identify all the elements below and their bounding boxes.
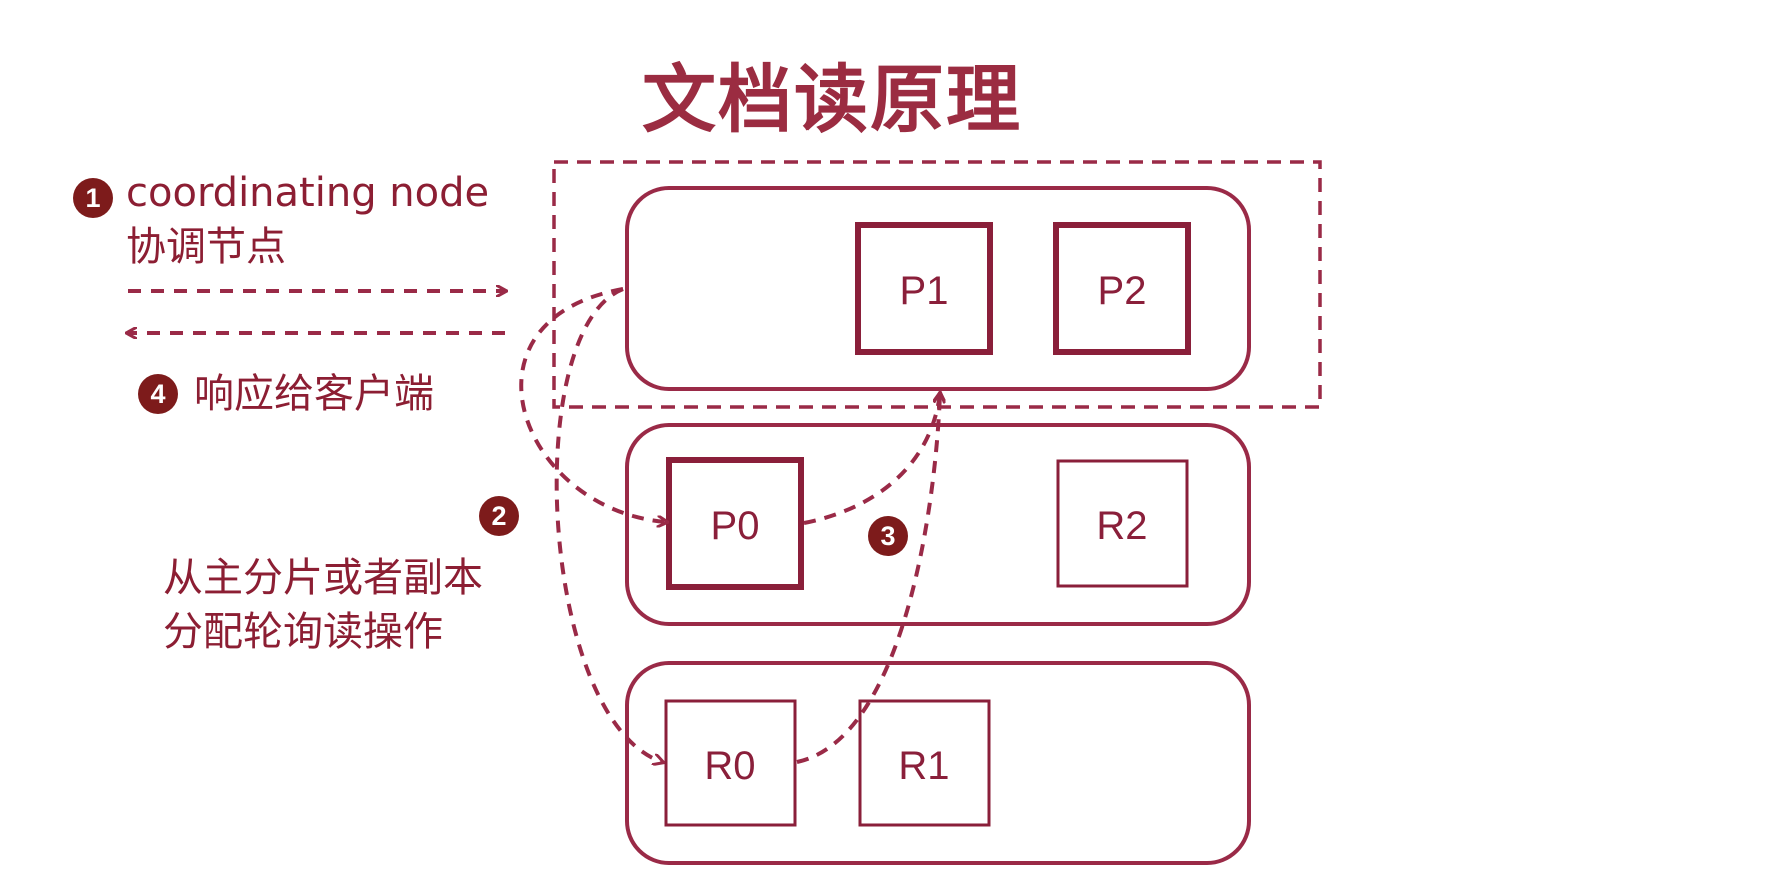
node-box-1 bbox=[625, 186, 1251, 391]
shard-box-p1 bbox=[855, 222, 993, 355]
shard-label-r1: R1 bbox=[898, 744, 949, 788]
step-4-badge: 4 bbox=[138, 374, 178, 414]
route-to-r0-arrow bbox=[554, 287, 662, 762]
slide-title: 文档读原理 bbox=[642, 57, 1022, 143]
step-4-label: 响应给客户端 bbox=[194, 371, 434, 417]
node-box-3 bbox=[625, 661, 1251, 865]
step-2-label-line1: 从主分片或者副本 bbox=[163, 555, 483, 601]
shard-label-r2: R2 bbox=[1096, 504, 1147, 548]
shard-label-r0: R0 bbox=[704, 744, 755, 788]
shard-box-r2 bbox=[1056, 459, 1189, 588]
shard-label-p2: P2 bbox=[1098, 269, 1147, 313]
p0-return-arrow bbox=[803, 394, 940, 525]
step-1-label-en: coordinating node bbox=[126, 170, 490, 216]
step-2-label-line2: 分配轮询读操作 bbox=[163, 609, 443, 655]
step-1-badge: 1 bbox=[73, 178, 113, 218]
shard-label-p1: P1 bbox=[900, 269, 949, 313]
shard-box-r1 bbox=[858, 699, 991, 827]
step-1-label-zh: 协调节点 bbox=[126, 224, 286, 270]
shard-label-p0: P0 bbox=[711, 504, 760, 548]
shard-box-p2 bbox=[1053, 222, 1191, 355]
step-2-badge: 2 bbox=[479, 496, 519, 536]
r0-return-arrow bbox=[796, 394, 940, 764]
step-3-badge: 3 bbox=[868, 516, 908, 556]
coordinating-node-highlight bbox=[552, 160, 1322, 409]
